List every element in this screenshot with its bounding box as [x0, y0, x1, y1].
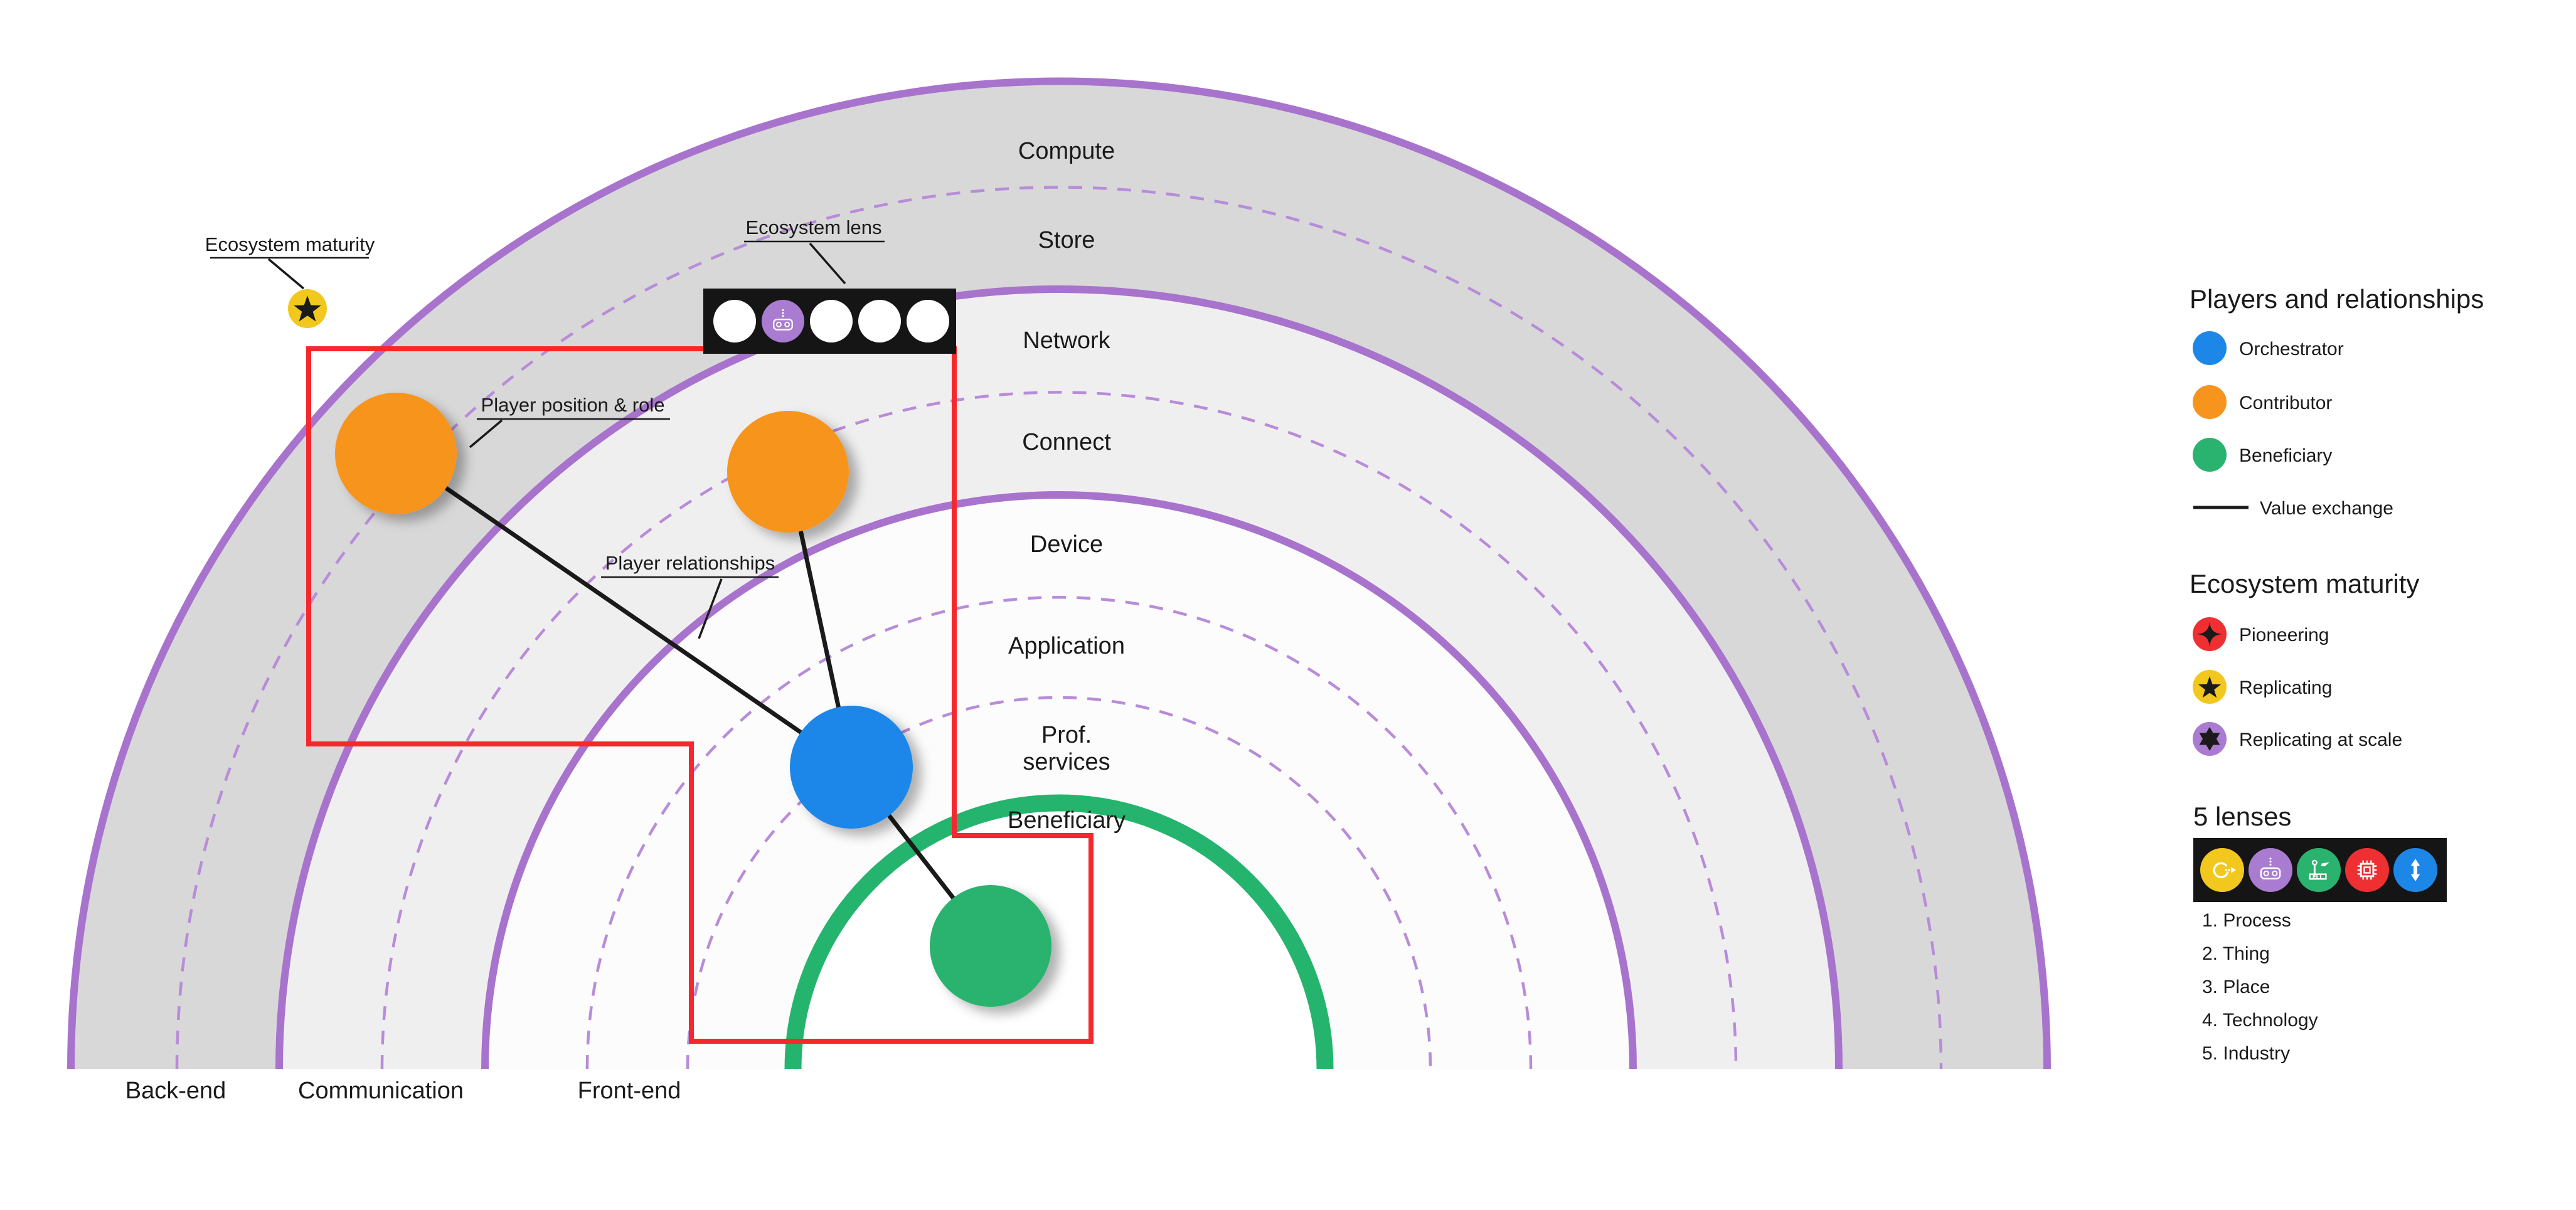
ring-bands: [71, 81, 2047, 1069]
lens-list-technology: 4. Technology: [2202, 1010, 2318, 1031]
solid-ring-boundaries: [67, 77, 2051, 1069]
lens-thing-circle: [2249, 848, 2292, 892]
sector-label-communication: Communication: [298, 1078, 464, 1104]
annotation-pointer: [267, 258, 305, 290]
boundary-communication-frontend: [481, 491, 1637, 1069]
lens-slot-thing-selected: [762, 300, 804, 342]
lens-technology-circle: [2345, 848, 2389, 892]
boundary-outer: [67, 77, 2051, 1069]
annotation-ecosystem-maturity: Ecosystem maturity: [205, 233, 375, 290]
value-exchange-label: Value exchange: [2260, 498, 2393, 519]
boundary-backend-communication: [275, 285, 1843, 1069]
sector-label-frontend: Front-end: [578, 1078, 681, 1104]
lens-slot-place: [810, 300, 853, 342]
annotation-player-position: Player position & role: [469, 394, 670, 448]
contributor-label: Contributor: [2239, 393, 2332, 413]
legend-lenses-title: 5 lenses: [2193, 802, 2291, 831]
ring-label-application: Application: [1008, 633, 1125, 659]
band-beneficiary: [793, 803, 1325, 1069]
lens-slot-technology: [858, 300, 901, 342]
legend-maturity: Ecosystem maturity Pioneering Replicatin…: [2190, 569, 2419, 756]
beneficiary-swatch: [2193, 438, 2227, 472]
contributor-player-2: [727, 411, 849, 533]
annotation-pointer: [698, 578, 723, 639]
ring-label-prof: Prof.: [1041, 722, 1092, 748]
annotation-player-relationships: Player relationships: [601, 552, 779, 639]
ecosystem-maturity-badge: [288, 289, 327, 328]
contributor-swatch: [2193, 385, 2227, 419]
contributor-player-1: [335, 393, 457, 514]
orchestrator-player: [790, 706, 913, 829]
separator-network-connect: [380, 390, 1738, 1069]
separator-device-application: [585, 595, 1533, 1069]
ring-label-store: Store: [1038, 227, 1095, 253]
lens-slot-process: [713, 300, 756, 342]
sector-labels: Back-end Communication Front-end: [125, 1078, 681, 1104]
ring-label-network: Network: [1023, 327, 1110, 354]
focus-outline: [306, 346, 1094, 1044]
replicating-at-scale-label: Replicating at scale: [2239, 730, 2402, 750]
lens-list-industry: 5. Industry: [2202, 1043, 2290, 1064]
annotation-pointer: [469, 419, 503, 448]
lens-place-circle: [2297, 848, 2341, 892]
annotation-pointer: [809, 242, 846, 285]
separator-application-profservices: [686, 696, 1432, 1069]
lens-process-circle: [2200, 848, 2244, 892]
annotation-player-relationships-label: Player relationships: [605, 552, 775, 574]
replicating-label: Replicating: [2239, 677, 2332, 698]
player-circles: [335, 393, 1051, 1007]
beneficiary-label: Beneficiary: [2239, 445, 2332, 466]
separator-compute-store: [175, 185, 1943, 1069]
annotation-ecosystem-maturity-label: Ecosystem maturity: [205, 233, 375, 255]
ring-label-device: Device: [1030, 531, 1103, 558]
legend-lenses: 5 lenses 1. Process 2. Thing 3. Place 4.…: [2193, 802, 2447, 1064]
beneficiary-arc: [784, 794, 1334, 1069]
value-exchange-line-contributor1-orchestrator: [395, 452, 853, 769]
lens-slot-industry: [907, 300, 949, 342]
lens-list-process: 1. Process: [2202, 910, 2291, 931]
legend-maturity-title: Ecosystem maturity: [2190, 569, 2419, 598]
legend-players-title: Players and relationships: [2190, 284, 2484, 314]
annotation-ecosystem-lens: Ecosystem lens: [744, 216, 885, 285]
ring-label-connect: Connect: [1022, 429, 1111, 455]
lens-list-place: 3. Place: [2202, 977, 2270, 997]
ring-label-services: services: [1023, 749, 1110, 775]
orchestrator-swatch: [2193, 331, 2227, 365]
legend-players: Players and relationships Orchestrator C…: [2190, 284, 2484, 519]
annotation-ecosystem-lens-label: Ecosystem lens: [745, 216, 881, 238]
ring-labels: Compute Store Network Connect Device App…: [1008, 138, 1126, 834]
dashed-ring-separators: [175, 185, 1943, 1069]
ecosystem-lens-strip: [703, 289, 956, 354]
lens-list-thing: 2. Thing: [2202, 943, 2270, 964]
orchestrator-label: Orchestrator: [2239, 339, 2344, 359]
pioneering-label: Pioneering: [2239, 625, 2329, 645]
ring-label-beneficiary: Beneficiary: [1008, 807, 1126, 834]
sector-label-backend: Back-end: [125, 1078, 226, 1104]
annotation-player-position-label: Player position & role: [481, 394, 665, 416]
band-frontend: [485, 495, 1633, 1069]
beneficiary-player: [930, 885, 1051, 1007]
ring-label-compute: Compute: [1018, 138, 1115, 164]
